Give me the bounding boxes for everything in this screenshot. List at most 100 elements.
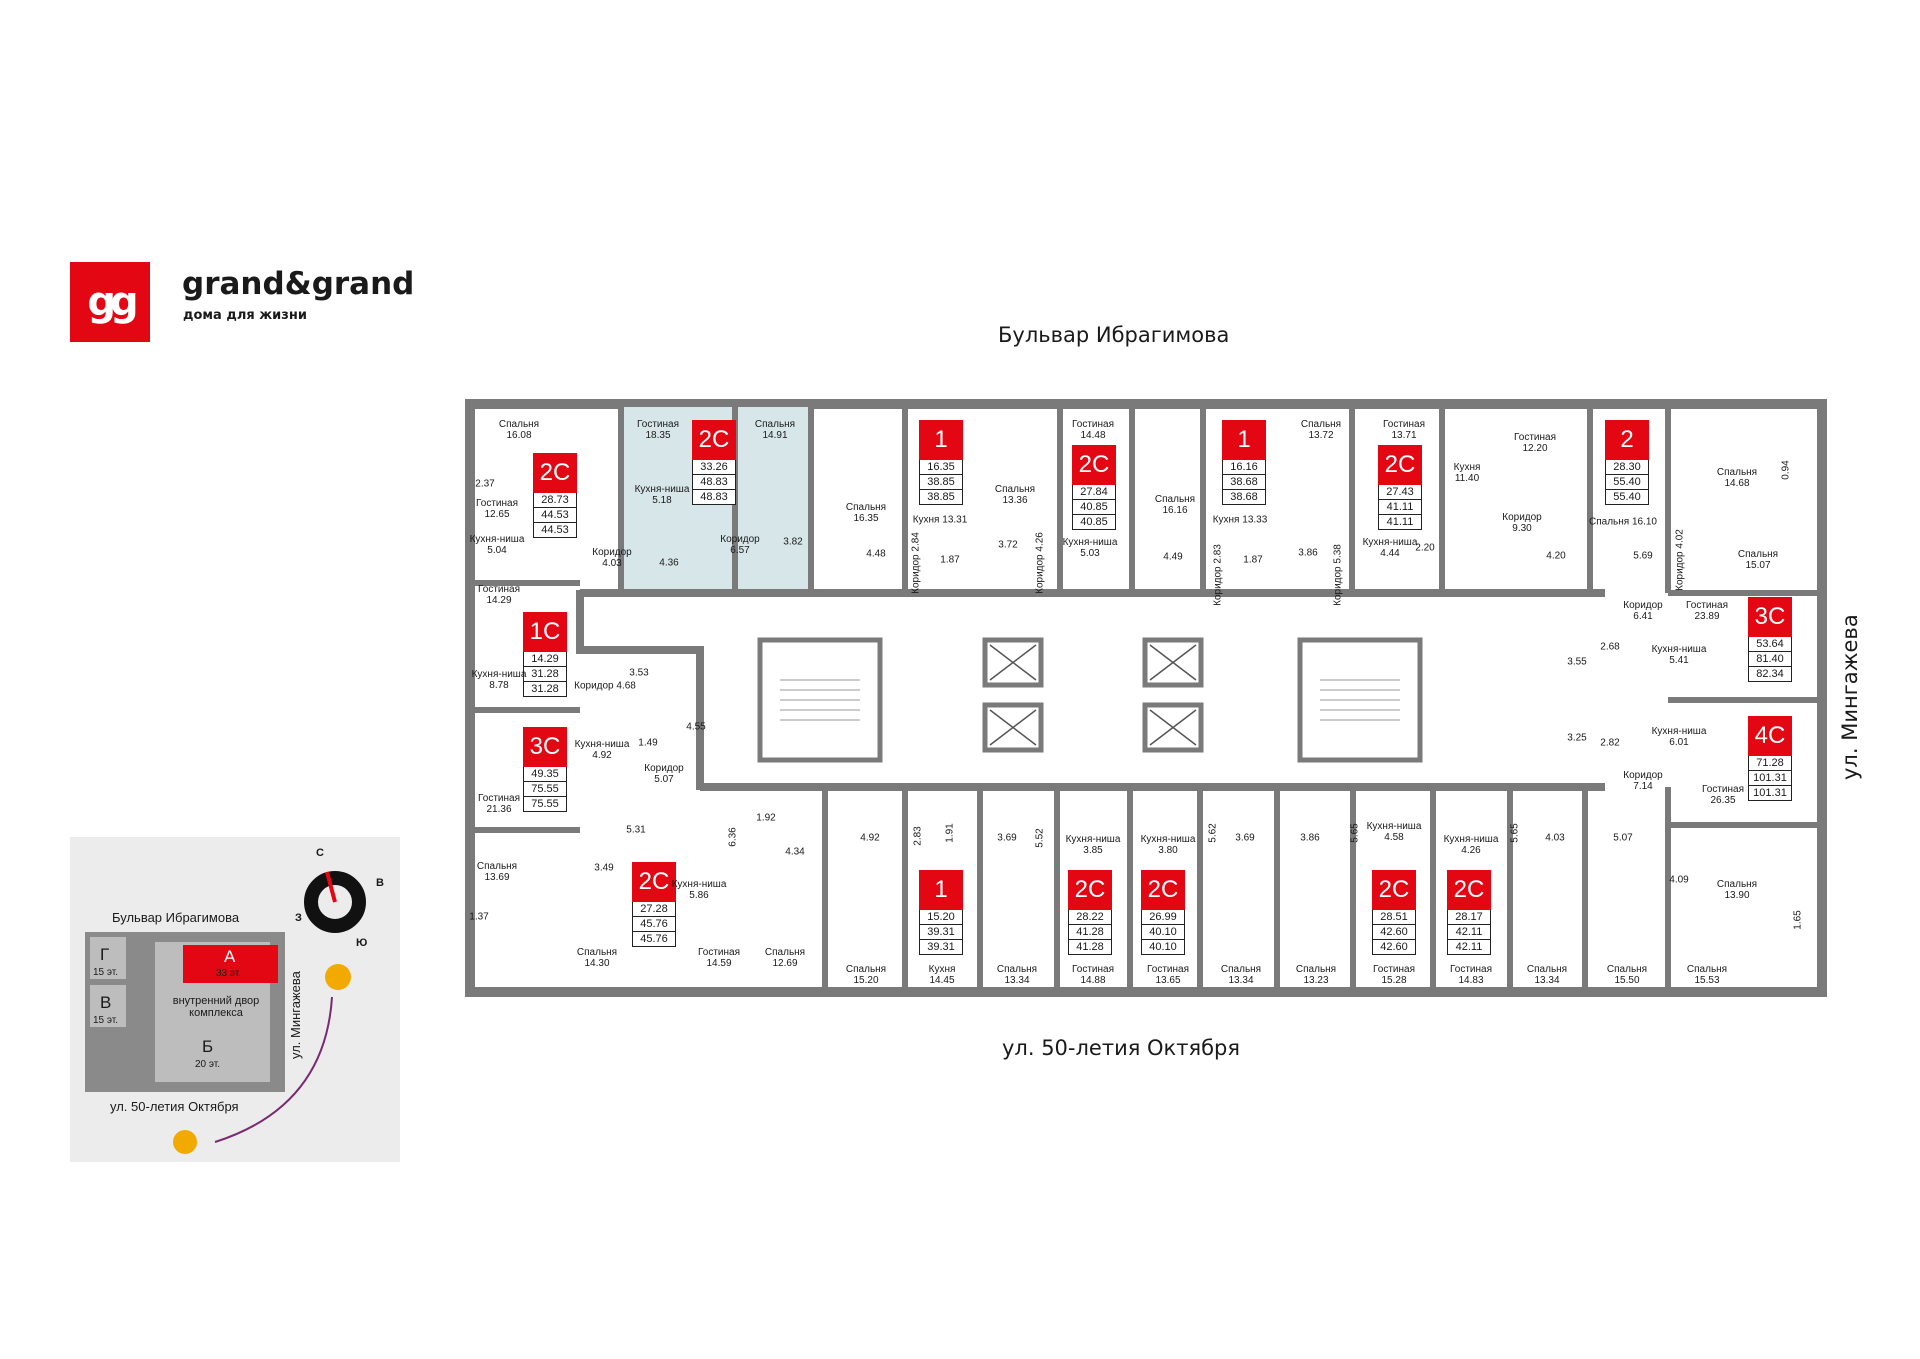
section-floors: 20 эт. [195,1059,221,1070]
section-label: Б [202,1037,214,1056]
stairs-steps [1320,679,1400,721]
section-g [90,937,126,979]
area-value: 3.82 [783,536,803,548]
area-value: 3.55 [1567,656,1587,668]
area-value: 5.65 [1509,823,1521,843]
area-value: 3.72 [998,539,1018,551]
apartment-badge[interactable]: 4С 71.28 101.31 101.31 [1748,716,1792,801]
brand-logo: gg [70,262,150,342]
area-value: 5.62 [1207,823,1219,843]
compass-icon [304,871,366,933]
room-label: Коридор 4.68 [574,680,636,692]
section-label: А [224,947,236,966]
area-value: 4.20 [1546,550,1566,562]
area-value: 5.07 [1613,832,1633,844]
apartment-badge[interactable]: 2С 28.51 42.60 42.60 [1372,870,1416,955]
room-label: Спальня 16.10 [1589,516,1657,528]
apartment-badge[interactable]: 2С 26.99 40.10 40.10 [1141,870,1185,955]
section-floors: 33 эт. [216,968,242,979]
compass-n: С [316,847,324,859]
sun-icon [325,964,351,990]
room-label: Коридор 5.38 [1332,544,1344,606]
section-floors: 15 эт. [93,1015,119,1026]
area-value: 2.37 [475,478,495,490]
area-value: 5.52 [1034,828,1046,848]
stairs-steps [780,679,860,721]
apartment-badge[interactable]: 3С 53.64 81.40 82.34 [1748,597,1792,682]
area-value: 2.68 [1600,641,1620,653]
area-value: 4.34 [785,846,805,858]
apartment-badge[interactable]: 2С 27.43 41.11 41.11 [1378,445,1422,530]
elevator-cross-icon [989,709,1037,746]
apartment-badge[interactable]: 3С 49.35 75.55 75.55 [523,727,567,812]
room-label: Кухня 13.33 [1212,514,1268,526]
courtyard-label: внутренний двор комплекса [172,995,260,1019]
area-value: 3.86 [1300,832,1320,844]
area-value: 3.25 [1567,732,1587,744]
apartment-badge[interactable]: 2С 27.84 40.85 40.85 [1072,445,1116,530]
apartment-badge[interactable]: 1 15.20 39.31 39.31 [919,870,963,955]
compass-needle-icon [325,871,337,903]
apartment-badge[interactable]: 1С 14.29 31.28 31.28 [523,612,567,697]
area-value: 1.49 [638,737,658,749]
area-value: 4.09 [1669,874,1689,886]
apartment-badge[interactable]: 1 16.16 38.68 38.68 [1222,420,1266,505]
apartment-badge[interactable]: 2С 27.28 45.76 45.76 [632,862,676,947]
room-label: Коридор 2.83 [1212,544,1224,606]
compass-s: Ю [356,937,368,949]
area-value: 3.86 [1298,547,1318,559]
area-value: 5.31 [626,824,646,836]
apartment-badge[interactable]: 2С 28.73 44.53 44.53 [533,453,577,538]
apartment-badge[interactable]: 1 16.35 38.85 38.85 [919,420,963,505]
room-label: Коридор 2.84 [910,532,922,594]
apartment-badge[interactable]: 2С 28.17 42.11 42.11 [1447,870,1491,955]
apartment-badge[interactable]: 2 28.30 55.40 55.40 [1605,420,1649,505]
minimap-street-bottom: ул. 50-летия Октября [110,1099,239,1114]
sun-icon [173,1130,197,1154]
area-value: 2.20 [1415,542,1435,554]
minimap-street-top: Бульвар Ибрагимова [112,910,240,925]
apartment-badge[interactable]: 2С 33.26 48.83 48.83 [692,420,736,505]
apartment-badge[interactable]: 2С 28.22 41.28 41.28 [1068,870,1112,955]
area-value: 3.69 [997,832,1017,844]
elevator-cross-icon [1149,644,1197,681]
area-value: 1.92 [756,812,776,824]
section-floors: 15 эт. [93,967,119,978]
area-value: 1.37 [469,911,489,923]
area-value: 6.36 [727,827,739,847]
area-value: 4.55 [686,721,706,733]
area-value: 4.03 [1545,832,1565,844]
